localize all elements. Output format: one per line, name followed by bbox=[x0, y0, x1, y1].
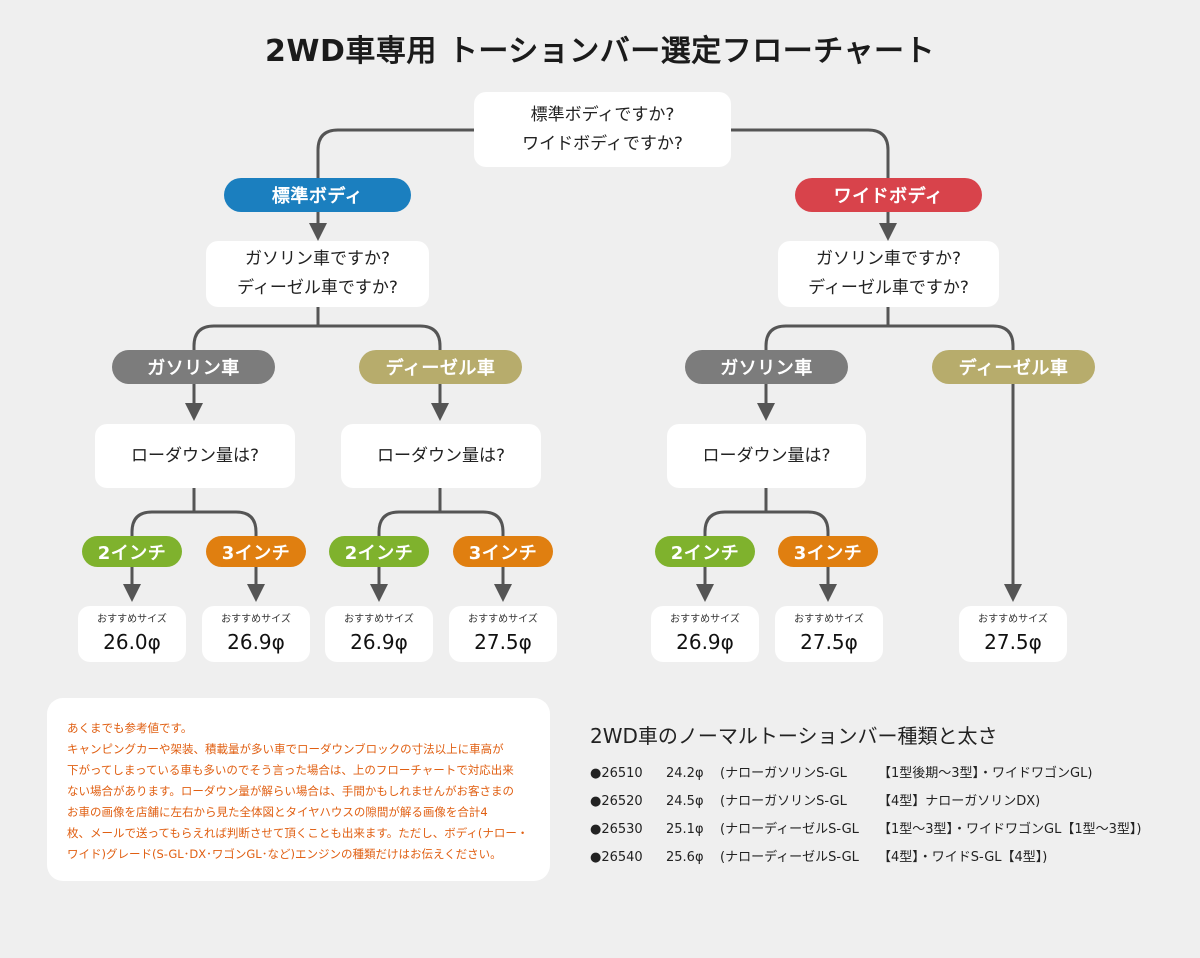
recommended-size-label: おすすめサイズ bbox=[978, 613, 1048, 625]
recommended-size-label: おすすめサイズ bbox=[670, 613, 740, 625]
bar-size: 24.2φ bbox=[666, 766, 704, 781]
recommended-size-label: おすすめサイズ bbox=[468, 613, 538, 625]
standard-gasoline-lowdown-question: ローダウン量は? bbox=[95, 424, 295, 488]
result-standard-diesel-2inch: おすすめサイズ 26.9φ bbox=[325, 606, 433, 662]
standard-diesel-pill: ディーゼル車 bbox=[359, 350, 522, 384]
result-wide-gasoline-3inch: おすすめサイズ 27.5φ bbox=[775, 606, 883, 662]
result-wide-gasoline-2inch: おすすめサイズ 26.9φ bbox=[651, 606, 759, 662]
part-code: ●26540 bbox=[590, 850, 643, 865]
standard-fuel-question: ガソリン車ですか? ディーゼル車ですか? bbox=[206, 241, 429, 307]
bar-size: 25.6φ bbox=[666, 850, 704, 865]
note-line: ない場合があります。ローダウン量が解らい場合は、手間かもしれませんがお客さまの bbox=[67, 784, 515, 799]
body-type-question: 標準ボディですか? ワイドボディですか? bbox=[474, 92, 731, 167]
standard-diesel-lowdown-question: ローダウン量は? bbox=[341, 424, 541, 488]
standard-diesel-3inch-pill: 3インチ bbox=[453, 536, 553, 567]
wide-fuel-question: ガソリン車ですか? ディーゼル車ですか? bbox=[778, 241, 999, 307]
fuel-question-line1: ガソリン車ですか? bbox=[815, 249, 962, 270]
recommended-size-label: おすすめサイズ bbox=[344, 613, 414, 625]
part-code: ●26510 bbox=[590, 766, 643, 781]
model-description: (ナローディーゼルS-GL bbox=[720, 822, 859, 837]
recommended-size-value: 26.9φ bbox=[676, 629, 734, 654]
recommended-size-value: 26.0φ bbox=[103, 629, 161, 654]
body-type-question-line2: ワイドボディですか? bbox=[522, 133, 683, 154]
recommended-size-value: 26.9φ bbox=[227, 629, 285, 654]
model-description: (ナローガソリンS-GL bbox=[720, 766, 847, 781]
recommended-size-label: おすすめサイズ bbox=[97, 613, 167, 625]
note-line: お車の画像を店舗に左右から見た全体図とタイヤハウスの隙間が解る画像を合計4 bbox=[67, 805, 488, 820]
body-type-question-line1: 標準ボディですか? bbox=[530, 104, 675, 125]
standard-diesel-2inch-pill: 2インチ bbox=[329, 536, 429, 567]
note-line: 下がってしまっている車も多いのでそう言った場合は、上のフローチャートで対応出来 bbox=[67, 763, 514, 778]
recommended-size-value: 26.9φ bbox=[350, 629, 408, 654]
part-code: ●26530 bbox=[590, 822, 643, 837]
wide-body-pill: ワイドボディ bbox=[795, 178, 982, 212]
recommended-size-label: おすすめサイズ bbox=[794, 613, 864, 625]
recommended-size-value: 27.5φ bbox=[474, 629, 532, 654]
model-range: 【1型後期〜3型】・ワイドワゴンGL) bbox=[878, 766, 1093, 781]
wide-gasoline-lowdown-question: ローダウン量は? bbox=[667, 424, 866, 488]
types-list-title: 2WD車のノーマルトーションバー種類と太さ bbox=[590, 724, 998, 748]
note-line: あくまでも参考値です。 bbox=[67, 721, 193, 735]
fuel-question-line2: ディーゼル車ですか? bbox=[237, 278, 398, 298]
page-title: 2WD車専用 トーションバー選定フローチャート bbox=[265, 34, 935, 69]
note-line: 枚、メールで送ってもらえれば判断させて頂くことも出来ます。ただし、ボディ(ナロー… bbox=[67, 826, 529, 841]
standard-gasoline-pill: ガソリン車 bbox=[112, 350, 275, 384]
model-range: 【1型〜3型】・ワイドワゴンGL【1型〜3型】) bbox=[878, 822, 1142, 837]
recommended-size-value: 27.5φ bbox=[984, 629, 1042, 654]
result-standard-gasoline-2inch: おすすめサイズ 26.0φ bbox=[78, 606, 186, 662]
model-range: 【4型】・ワイドS-GL【4型】) bbox=[878, 850, 1048, 865]
recommended-size-value: 27.5φ bbox=[800, 629, 858, 654]
note-line: キャンピングカーや架装、積載量が多い車でローダウンブロックの寸法以上に車高が bbox=[67, 742, 504, 757]
wide-gasoline-pill: ガソリン車 bbox=[685, 350, 848, 384]
recommended-size-label: おすすめサイズ bbox=[221, 613, 291, 625]
bar-size: 24.5φ bbox=[666, 794, 704, 809]
note-line: ワイド)グレード(S-GL･DX･ワゴンGL･など)エンジンの種類だけはお伝えく… bbox=[67, 847, 502, 862]
wide-diesel-pill: ディーゼル車 bbox=[932, 350, 1095, 384]
result-standard-gasoline-3inch: おすすめサイズ 26.9φ bbox=[202, 606, 310, 662]
result-standard-diesel-3inch: おすすめサイズ 27.5φ bbox=[449, 606, 557, 662]
model-description: (ナローディーゼルS-GL bbox=[720, 850, 859, 865]
wide-gasoline-3inch-pill: 3インチ bbox=[778, 536, 878, 567]
fuel-question-line1: ガソリン車ですか? bbox=[244, 249, 391, 270]
bar-size: 25.1φ bbox=[666, 822, 704, 837]
reference-note: あくまでも参考値です。 キャンピングカーや架装、積載量が多い車でローダウンブロッ… bbox=[47, 698, 550, 881]
part-code: ●26520 bbox=[590, 794, 643, 809]
model-description: (ナローガソリンS-GL bbox=[720, 794, 847, 809]
wide-gasoline-2inch-pill: 2インチ bbox=[655, 536, 755, 567]
model-range: 【4型】ナローガソリンDX) bbox=[878, 794, 1041, 809]
fuel-question-line2: ディーゼル車ですか? bbox=[808, 278, 969, 298]
standard-gasoline-3inch-pill: 3インチ bbox=[206, 536, 306, 567]
standard-gasoline-2inch-pill: 2インチ bbox=[82, 536, 182, 567]
result-wide-diesel: おすすめサイズ 27.5φ bbox=[959, 606, 1067, 662]
standard-body-pill: 標準ボディ bbox=[224, 178, 411, 212]
